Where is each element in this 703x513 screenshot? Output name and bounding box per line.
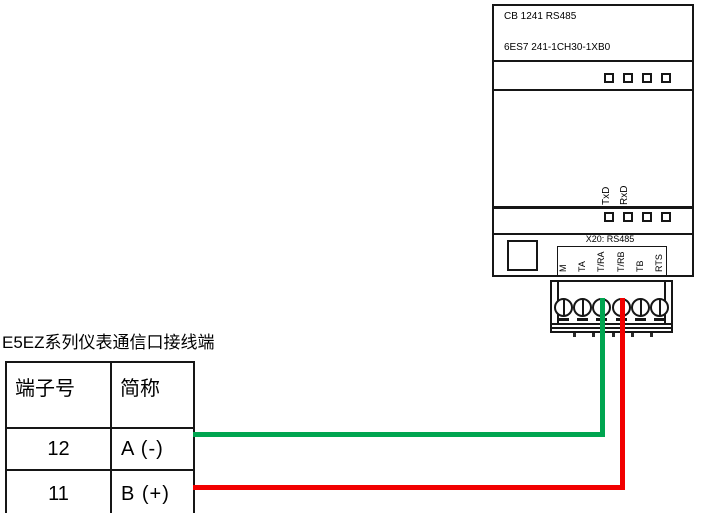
table-header-row: 端子号 简称 — [5, 361, 195, 429]
terminal-table: 端子号 简称 12 A (-) 11 B (+) — [5, 361, 195, 513]
screw-slot-icon — [581, 300, 584, 315]
header-terminal-no: 端子号 — [5, 361, 112, 429]
terminal-no-cell: 11 — [5, 469, 112, 513]
screw-slot-icon — [658, 300, 661, 315]
terminal-block-foot — [592, 333, 595, 337]
indicator-square — [642, 212, 652, 222]
terminal-label-tra: T/RA — [596, 251, 606, 272]
indicator-square — [623, 73, 633, 83]
indicator-square — [642, 73, 652, 83]
terminal-dash — [577, 318, 588, 321]
x20-port-label: X20: RS485 — [585, 234, 635, 244]
screw-slot-icon — [562, 300, 565, 315]
terminal-label-tb: TB — [635, 260, 645, 272]
abbr-cell: A (-) — [110, 427, 195, 471]
terminal-label-ta: TA — [577, 261, 587, 272]
indicator-square — [623, 212, 633, 222]
terminal-block-foot — [650, 333, 653, 337]
module-divider — [494, 206, 692, 209]
terminal-no-cell: 12 — [5, 427, 112, 471]
terminal-block-baseline — [552, 327, 671, 329]
module-name: CB 1241 RS485 — [504, 11, 577, 22]
screw-terminal-ta — [573, 298, 592, 317]
green-wire-horizontal — [193, 432, 605, 437]
module-divider — [494, 233, 692, 235]
cb1241-module: CB 1241 RS485 6ES7 241-1CH30-1XB0 TxD Rx… — [492, 4, 694, 277]
module-divider — [494, 60, 692, 62]
terminal-labels-box — [557, 246, 667, 275]
indicator-square — [661, 73, 671, 83]
table-row: 11 B (+) — [5, 469, 195, 513]
module-part-number: 6ES7 241-1CH30-1XB0 — [504, 42, 611, 53]
indicator-square — [604, 212, 614, 222]
txd-label: TxD — [601, 186, 612, 205]
terminal-dash — [635, 318, 646, 321]
terminal-block-foot — [631, 333, 634, 337]
terminal-block-foot — [573, 333, 576, 337]
terminal-dash — [558, 318, 569, 321]
screw-terminal-rts — [650, 298, 669, 317]
terminal-dash — [654, 318, 665, 321]
terminal-block-foot — [612, 333, 615, 337]
abbr-cell: B (+) — [110, 469, 195, 513]
indicator-square — [604, 73, 614, 83]
screw-terminal-m — [554, 298, 573, 317]
table-row: 12 A (-) — [5, 427, 195, 471]
terminal-block-baseline — [552, 323, 671, 325]
green-wire-vertical — [600, 298, 605, 437]
indicator-square — [661, 212, 671, 222]
rxd-label: RxD — [619, 185, 630, 205]
terminal-label-m: M — [558, 264, 568, 273]
connector-square — [507, 240, 538, 271]
header-abbr: 简称 — [110, 361, 195, 429]
screw-terminal-tb — [631, 298, 650, 317]
terminal-label-rts: RTS — [654, 254, 664, 272]
red-wire-horizontal — [193, 485, 625, 490]
terminal-block — [550, 280, 673, 333]
red-wire-vertical — [620, 298, 625, 490]
module-divider — [494, 89, 692, 91]
screw-slot-icon — [639, 300, 642, 315]
diagram-caption: E5EZ系列仪表通信口接线端 — [2, 333, 215, 352]
terminal-label-trb: T/RB — [616, 251, 626, 272]
